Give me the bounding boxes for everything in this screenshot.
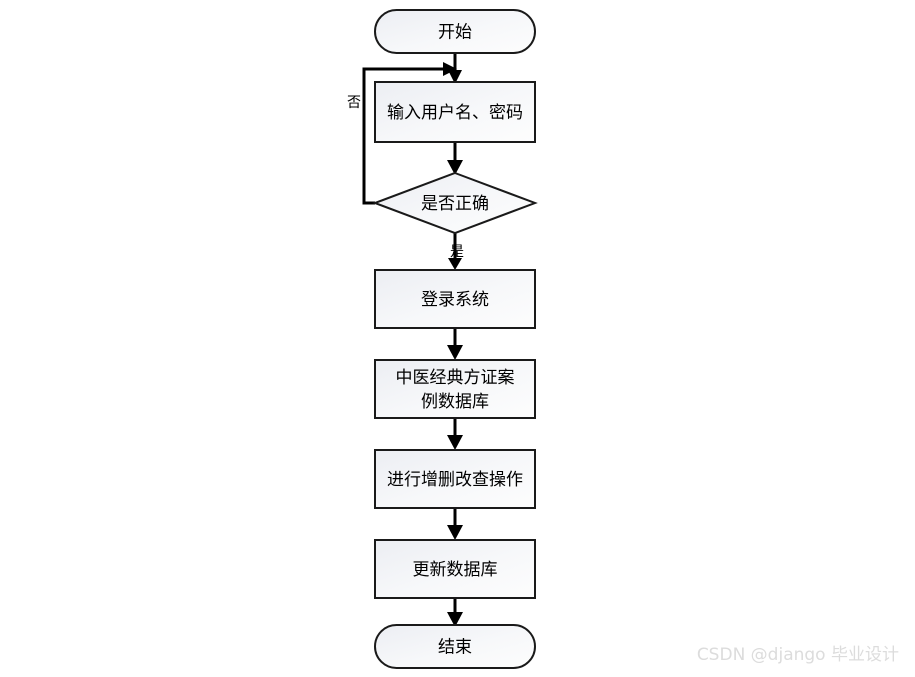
node-input-label: 输入用户名、密码 bbox=[387, 103, 523, 123]
edge-crud-to-update bbox=[447, 508, 463, 540]
node-decision-is-correct[interactable]: 是否正确 bbox=[372, 171, 538, 235]
arrowhead-icon bbox=[447, 160, 463, 175]
node-input-shape[interactable] bbox=[374, 81, 536, 143]
node-update-database[interactable]: 更新数据库 bbox=[374, 539, 536, 599]
arrowhead-icon bbox=[447, 525, 463, 540]
edge-db-to-crud bbox=[447, 418, 463, 450]
arrowhead-icon bbox=[443, 62, 457, 76]
arrowhead-icon bbox=[448, 258, 462, 270]
node-start-shape[interactable] bbox=[374, 9, 536, 54]
node-input-credentials[interactable]: 输入用户名、密码 bbox=[374, 81, 536, 143]
node-login-system[interactable]: 登录系统 bbox=[374, 269, 536, 329]
arrowhead-icon bbox=[447, 612, 463, 627]
node-decision-shape[interactable] bbox=[372, 171, 538, 235]
node-crud-shape[interactable] bbox=[374, 449, 536, 509]
node-database-label-line2: 例数据库 bbox=[421, 392, 489, 412]
arrowhead-icon bbox=[448, 70, 462, 84]
edge-line bbox=[362, 67, 448, 205]
node-database-label-line1: 中医经典方证案 bbox=[396, 368, 515, 388]
node-login-shape[interactable] bbox=[374, 269, 536, 329]
node-end-shape[interactable] bbox=[374, 624, 536, 669]
node-start-label: 开始 bbox=[438, 23, 472, 43]
node-crud-label: 进行增删改查操作 bbox=[387, 470, 523, 490]
edge-decide-to-input-loop: 否 bbox=[347, 62, 457, 205]
watermark: CSDN @django 毕业设计 bbox=[696, 645, 899, 665]
node-decision-label: 是否正确 bbox=[421, 194, 489, 214]
node-update-label: 更新数据库 bbox=[413, 560, 498, 580]
node-start[interactable]: 开始 bbox=[374, 9, 536, 54]
edge-label-no: 否 bbox=[347, 95, 361, 111]
node-update-shape[interactable] bbox=[374, 539, 536, 599]
node-database[interactable]: 中医经典方证案 例数据库 bbox=[374, 359, 536, 419]
node-login-label: 登录系统 bbox=[421, 290, 489, 310]
edge-update-to-end bbox=[447, 598, 463, 627]
node-database-shape[interactable] bbox=[374, 359, 536, 419]
edge-login-to-db bbox=[447, 328, 463, 360]
edge-start-to-input bbox=[448, 53, 462, 84]
node-end-label: 结束 bbox=[438, 638, 472, 658]
arrowhead-icon bbox=[447, 435, 463, 450]
node-end[interactable]: 结束 bbox=[374, 624, 536, 669]
edge-label-yes: 是 bbox=[450, 244, 464, 260]
edge-input-to-decide bbox=[447, 142, 463, 175]
node-crud-operations[interactable]: 进行增删改查操作 bbox=[374, 449, 536, 509]
arrowhead-icon bbox=[447, 345, 463, 360]
edge-decide-to-login: 是 bbox=[448, 233, 464, 270]
